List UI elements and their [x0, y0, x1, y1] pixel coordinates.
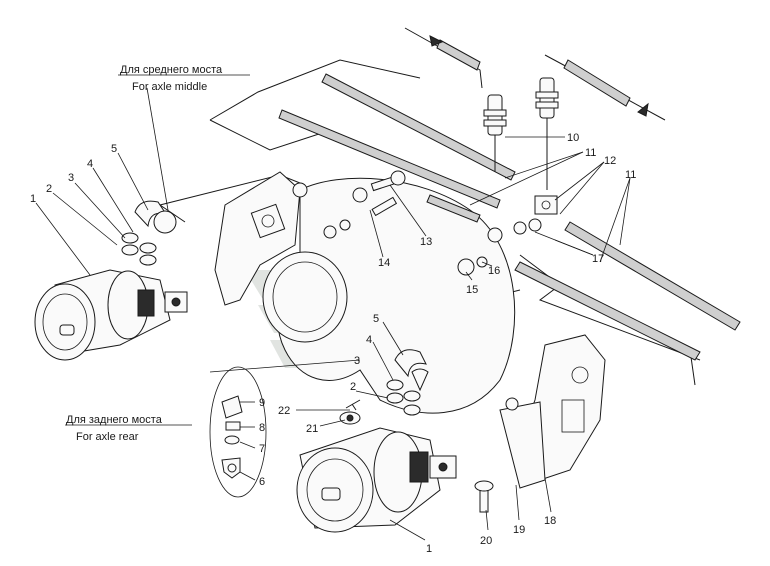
callout-10: 10 — [567, 132, 579, 144]
callout-9: 9 — [259, 397, 265, 409]
callout-18: 18 — [544, 515, 556, 527]
callout-21: 21 — [306, 423, 318, 435]
hose-4 — [514, 261, 701, 361]
small-parts-21-22 — [339, 399, 361, 425]
callout-17: 17 — [592, 253, 604, 265]
caption-middle-ru: Для среднего моста — [120, 64, 223, 76]
callout-3-upper: 3 — [68, 172, 74, 184]
callout-2-upper: 2 — [46, 183, 52, 195]
callout-1-upper: 1 — [30, 193, 36, 205]
hose-top-right — [563, 59, 631, 107]
callout-numbers: 1 2 3 4 5 1 2 3 4 5 6 7 8 9 10 11 11 12 … — [30, 132, 636, 555]
fittings-10 — [483, 77, 559, 190]
callout-5-lower: 5 — [373, 313, 379, 325]
valve-group-rear — [209, 366, 267, 498]
elbow-fitting-upper — [134, 200, 177, 234]
callout-15: 15 — [466, 284, 478, 296]
hose-1 — [278, 109, 501, 209]
bracket-19 — [499, 397, 546, 489]
callout-2-lower: 2 — [350, 381, 356, 393]
caption-rear-en: For axle rear — [76, 431, 139, 443]
caption-middle-en: For axle middle — [132, 81, 207, 93]
callout-4-upper: 4 — [87, 158, 93, 170]
flow-arrows — [429, 35, 649, 117]
callout-19: 19 — [513, 524, 525, 536]
callout-11-right: 11 — [625, 169, 636, 181]
caption-rear-axle: Для заднего моста For axle rear — [66, 414, 163, 443]
leader-lines — [35, 74, 631, 541]
hoses — [278, 39, 741, 361]
callout-14: 14 — [378, 257, 390, 269]
hose-3 — [564, 221, 741, 331]
caption-middle-axle: Для среднего моста For axle middle — [120, 64, 223, 93]
callout-11-upper: 11 — [585, 147, 596, 159]
hose-5 — [426, 194, 481, 223]
axle-housing — [214, 171, 516, 414]
callout-13: 13 — [420, 236, 432, 248]
callout-5-upper: 5 — [111, 143, 117, 155]
washers — [121, 218, 542, 416]
callout-12: 12 — [604, 155, 616, 167]
callout-3-lower: 3 — [354, 355, 360, 367]
callout-8: 8 — [259, 422, 265, 434]
callout-16: 16 — [488, 265, 500, 277]
bolts — [352, 170, 494, 513]
callout-20: 20 — [480, 535, 492, 547]
caption-rear-ru: Для заднего моста — [66, 414, 163, 426]
callout-1-lower: 1 — [426, 543, 432, 555]
tee-fitting-12 — [534, 195, 558, 215]
brake-chamber-middle — [34, 269, 188, 361]
hose-2 — [321, 73, 516, 181]
elbow-fitting-lower — [394, 349, 429, 392]
callout-7: 7 — [259, 443, 265, 455]
hose-top-left — [436, 39, 481, 71]
callout-4-lower: 4 — [366, 334, 372, 346]
callout-22: 22 — [278, 405, 290, 417]
brake-chamber-rear — [296, 427, 457, 533]
callout-6: 6 — [259, 476, 265, 488]
